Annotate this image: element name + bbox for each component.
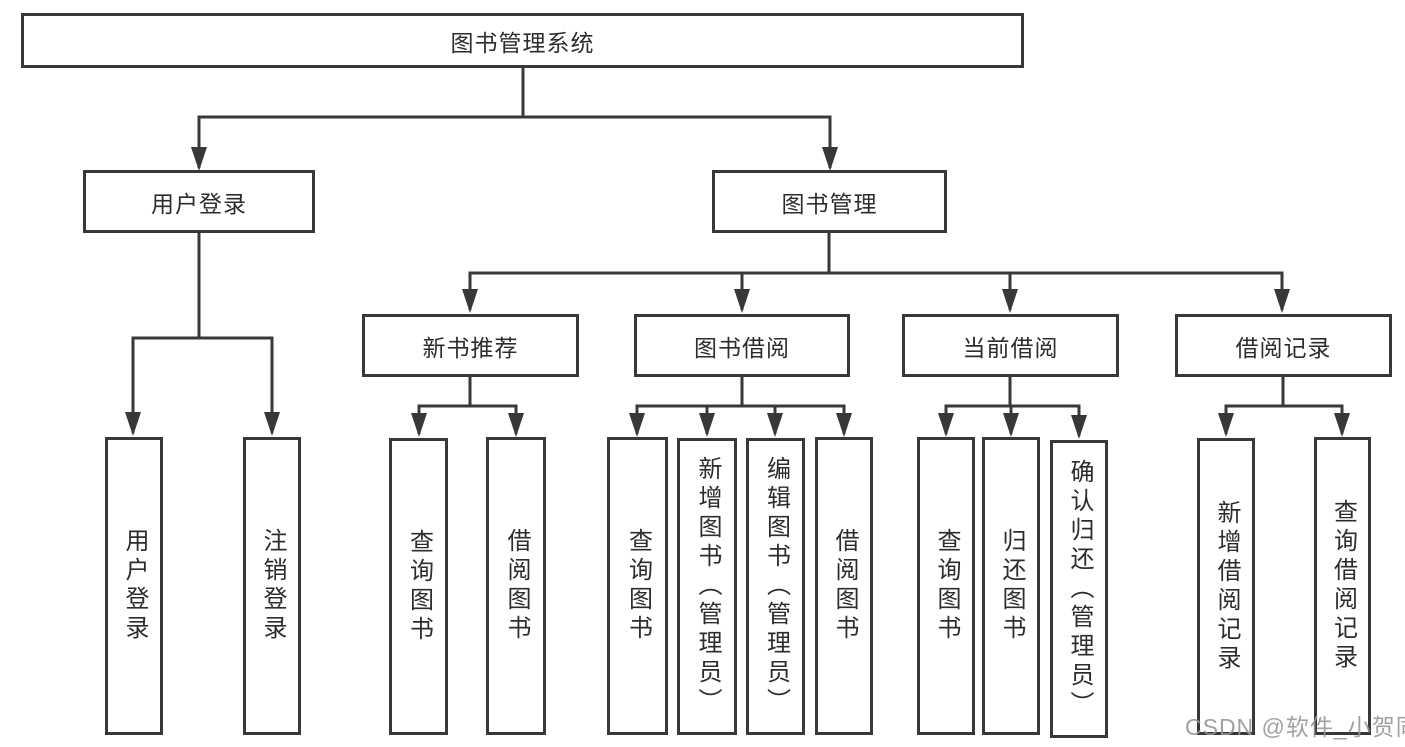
leaf-current-confirm-return-admin: 确认归还（管理员） bbox=[1050, 440, 1108, 738]
leaf-records-query-record: 查询借阅记录 bbox=[1314, 437, 1371, 735]
node-library-system: 图书管理系统 bbox=[21, 13, 1024, 68]
leaf-borrow-query-books: 查询图书 bbox=[607, 437, 668, 735]
node-book-borrow: 图书借阅 bbox=[634, 314, 850, 377]
leaf-current-return-books: 归还图书 bbox=[982, 437, 1040, 735]
node-new-book-recommend: 新书推荐 bbox=[362, 314, 579, 377]
connector-root-to-level2 bbox=[191, 68, 838, 171]
leaf-borrow-edit-books-admin: 编辑图书（管理员） bbox=[746, 438, 805, 735]
connector-current-borrow-children bbox=[938, 377, 1087, 439]
leaf-records-add-record: 新增借阅记录 bbox=[1197, 438, 1255, 735]
node-current-borrow: 当前借阅 bbox=[902, 314, 1119, 377]
connector-new-books-children bbox=[411, 377, 524, 437]
leaf-newbooks-query-books: 查询图书 bbox=[389, 438, 448, 735]
node-book-management: 图书管理 bbox=[712, 170, 947, 233]
leaf-user-login: 用户登录 bbox=[105, 437, 163, 735]
connector-book-borrow-children bbox=[629, 377, 852, 437]
leaf-borrow-add-books-admin: 新增图书（管理员） bbox=[677, 438, 737, 735]
node-borrow-records: 借阅记录 bbox=[1175, 314, 1392, 377]
leaf-borrow-borrow-books: 借阅图书 bbox=[815, 437, 873, 735]
leaf-newbooks-borrow-books: 借阅图书 bbox=[486, 437, 546, 735]
leaf-current-query-books: 查询图书 bbox=[917, 437, 975, 735]
csdn-watermark: CSDN @软件_小贺同学 bbox=[1185, 714, 1405, 740]
connector-book-mgmt-children bbox=[462, 233, 1290, 313]
connector-user-login-children bbox=[125, 233, 280, 436]
node-user-login: 用户登录 bbox=[83, 170, 315, 233]
connector-borrow-records-children bbox=[1218, 377, 1350, 437]
leaf-logout: 注销登录 bbox=[243, 437, 301, 735]
